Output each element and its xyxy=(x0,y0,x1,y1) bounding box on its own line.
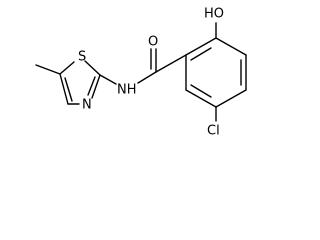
ring-bond xyxy=(185,37,217,56)
ring-bond xyxy=(59,61,75,75)
carbonyl-bond xyxy=(155,54,187,73)
ring-double-bond xyxy=(87,76,96,96)
amide-bond xyxy=(137,71,157,84)
amide-nitrogen-label: NH xyxy=(117,83,137,98)
ring-double-bond xyxy=(190,47,212,61)
ring-bond xyxy=(215,89,247,108)
ring-bond xyxy=(84,60,101,76)
thiazole-nitrogen-label: N xyxy=(82,98,92,113)
hydroxyl-label: HO xyxy=(204,7,224,22)
amide-thiazole-bond xyxy=(99,74,117,85)
ring-bond xyxy=(215,37,247,56)
ring-bond xyxy=(185,89,217,108)
ring-bond xyxy=(91,74,101,99)
thiazole-sulfur-label: S xyxy=(78,50,86,65)
carbonyl-oxygen-label: O xyxy=(148,35,158,50)
ring-double-bond xyxy=(190,84,212,98)
chlorine-label: Cl xyxy=(207,124,220,139)
chemical-structure-diagram: HO Cl O NH S N xyxy=(35,7,247,139)
ring-double-bond xyxy=(64,77,73,102)
thiazole-ring: S N xyxy=(59,50,101,113)
ring-bond xyxy=(59,73,69,105)
benzene-ring xyxy=(185,37,247,108)
methyl-bond xyxy=(35,64,61,75)
